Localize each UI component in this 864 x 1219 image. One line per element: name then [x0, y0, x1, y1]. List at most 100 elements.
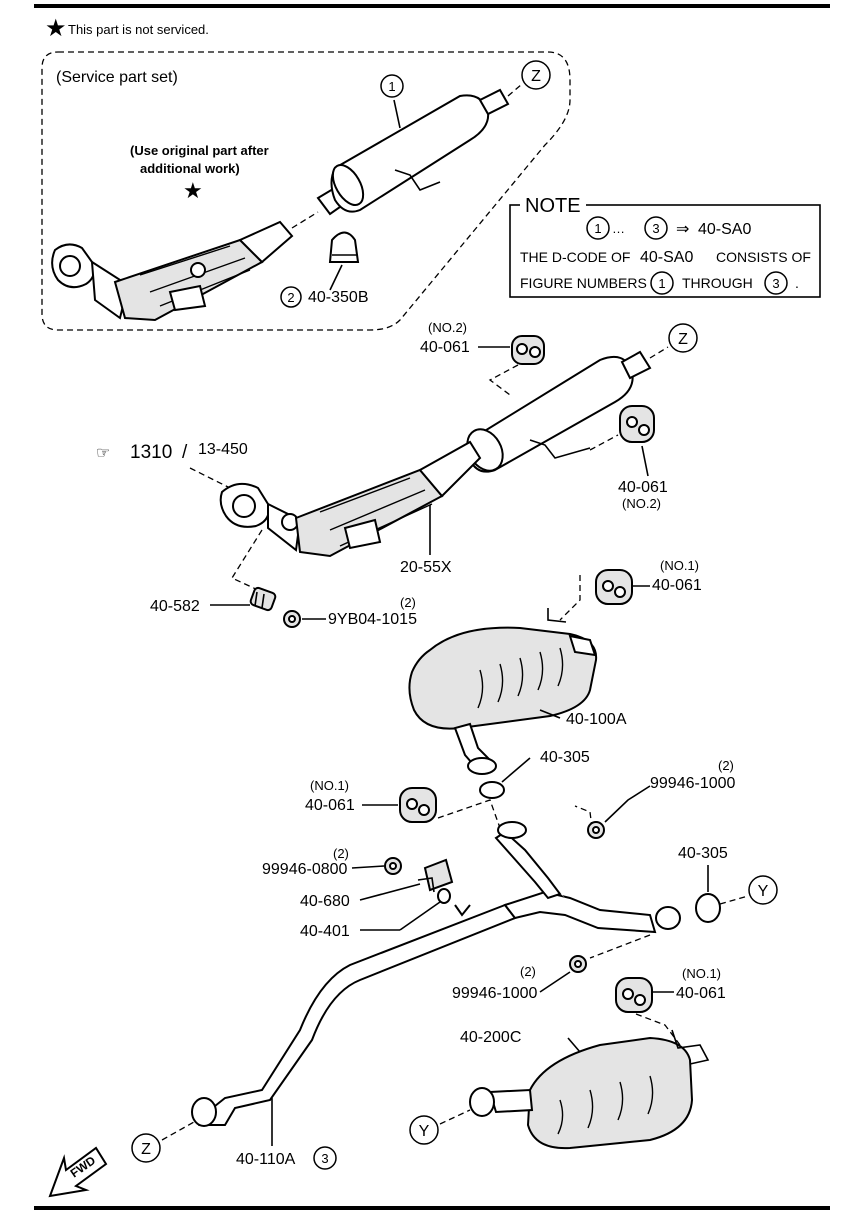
stud-dash [231, 529, 263, 591]
hanger-top-qty: (NO.2) [428, 320, 467, 335]
gasket1-icon [479, 781, 505, 799]
z-left-leader [161, 1121, 195, 1141]
clamp-icon [328, 231, 360, 263]
muffler-ref-circle [380, 74, 404, 98]
hanger-right-qty: (NO.2) [622, 496, 661, 511]
ref-separator: / [182, 442, 188, 463]
star-icon: ★ [45, 15, 67, 42]
hanger-top-dash [488, 364, 519, 396]
connector-y-left-label: Y [419, 1123, 430, 1140]
rubber-icon [437, 888, 451, 904]
note-line3-pre: FIGURE NUMBERS [520, 275, 647, 291]
pipe-ref-label: 3 [321, 1151, 328, 1166]
nut4-icon [569, 955, 587, 973]
nut4-dash [589, 934, 651, 959]
note-ref-start-circle [586, 216, 610, 240]
service-muffler [316, 88, 510, 216]
z-mid-leader [649, 346, 669, 359]
nut-icon [283, 610, 301, 628]
bracket-label: 40-680 [300, 893, 350, 910]
ref-leader [189, 467, 231, 489]
service-connector-z [521, 60, 551, 90]
rear-muffler [469, 1029, 710, 1150]
hanger-right-label: 40-061 [618, 479, 668, 496]
not-serviced-star-icon: ★ [183, 178, 203, 203]
reference-pointer-icon: ☞ [96, 445, 110, 462]
use-original-line2: additional work) [140, 161, 240, 176]
hanger-mid-label: 40-061 [652, 577, 702, 594]
note-arrow: ⇒ [676, 221, 689, 238]
clamp-ref-label: 2 [287, 290, 294, 305]
nut3-leader [351, 865, 385, 869]
front-muffler-label: 40-100A [566, 711, 627, 728]
nut3-qty: (2) [333, 846, 349, 861]
clamp-leader [329, 264, 343, 291]
nut3-icon [384, 857, 402, 875]
note-title: NOTE [525, 195, 581, 217]
pipe-hook-icon [454, 904, 471, 917]
nut4-label: 99946-1000 [452, 985, 538, 1002]
nut-qty: (2) [400, 595, 416, 610]
rear-muffler-label: 40-200C [460, 1029, 521, 1046]
connector-z-left [131, 1133, 161, 1163]
connector-z-left-label: Z [141, 1141, 151, 1158]
pipe-label: 40-110A [236, 1151, 296, 1168]
service-connector-z-label: Z [531, 68, 541, 85]
nut2-qty: (2) [718, 758, 734, 773]
hanger-left-qty: (NO.1) [310, 778, 349, 793]
y-right-leader [719, 895, 749, 905]
bracket-leader [359, 883, 421, 901]
y-left-leader [439, 1109, 471, 1125]
note-line3-ref2-circle [764, 271, 788, 295]
note-line3-ref2: 3 [772, 276, 779, 291]
note-ref-start: 1 [594, 221, 601, 236]
bracket-icon [417, 858, 454, 893]
muffler-ref-label: 1 [388, 79, 395, 94]
service-front-pipe [51, 220, 294, 322]
hanger-low-icon [615, 977, 653, 1013]
service-set-title: (Service part set) [56, 69, 178, 86]
hanger-mid-qty: (NO.1) [660, 558, 699, 573]
front-muffler [408, 608, 598, 775]
service-set-box [41, 51, 571, 331]
connector-z-mid-label: Z [678, 331, 688, 348]
note-ellipsis: … [612, 221, 625, 236]
hanger-top-label: 40-061 [420, 339, 470, 356]
muffler-ref-leader [393, 99, 401, 129]
fwd-arrow-icon [48, 1146, 108, 1198]
pipe-ref-circle [313, 1146, 337, 1170]
stud-icon [249, 586, 277, 612]
use-original-line1: (Use original part after [130, 143, 269, 158]
note-title-bg [520, 192, 586, 214]
ref-number: 1310 [130, 442, 172, 463]
hanger-right-dash [589, 434, 619, 451]
rear-muffler-leader [567, 1037, 581, 1053]
note-ref-end-circle [644, 216, 668, 240]
star-note: This part is not serviced. [68, 22, 209, 37]
gasket2-icon [695, 893, 721, 923]
ref-code: 13-450 [198, 441, 248, 458]
note-line3-end: . [795, 275, 799, 291]
gasket1-leader [501, 757, 531, 783]
nut4-leader [539, 971, 571, 993]
note-ref-end: 3 [652, 221, 659, 236]
connector-y-right-label: Y [758, 883, 769, 900]
note-line3-mid: THROUGH [682, 275, 753, 291]
rubber-label: 40-401 [300, 923, 350, 940]
note-line3-ref1-circle [650, 271, 674, 295]
hanger-left-icon [399, 787, 437, 823]
hanger-top-icon [511, 335, 545, 365]
nut3-label: 99946-0800 [262, 861, 348, 878]
nut-label: 9YB04-1015 [328, 611, 417, 628]
main-pipe [191, 821, 681, 1127]
note-dcode: 40-SA0 [698, 221, 751, 238]
service-z-leader [507, 83, 523, 97]
note-line2-post: CONSISTS OF [716, 249, 811, 265]
hanger-mid-icon [595, 569, 633, 605]
note-line2-pre: THE D-CODE OF [520, 249, 630, 265]
note-line2-code: 40-SA0 [640, 249, 693, 266]
rubber-leader-2 [399, 901, 441, 931]
connector-y-right [748, 875, 778, 905]
nut2-leader [604, 785, 651, 823]
